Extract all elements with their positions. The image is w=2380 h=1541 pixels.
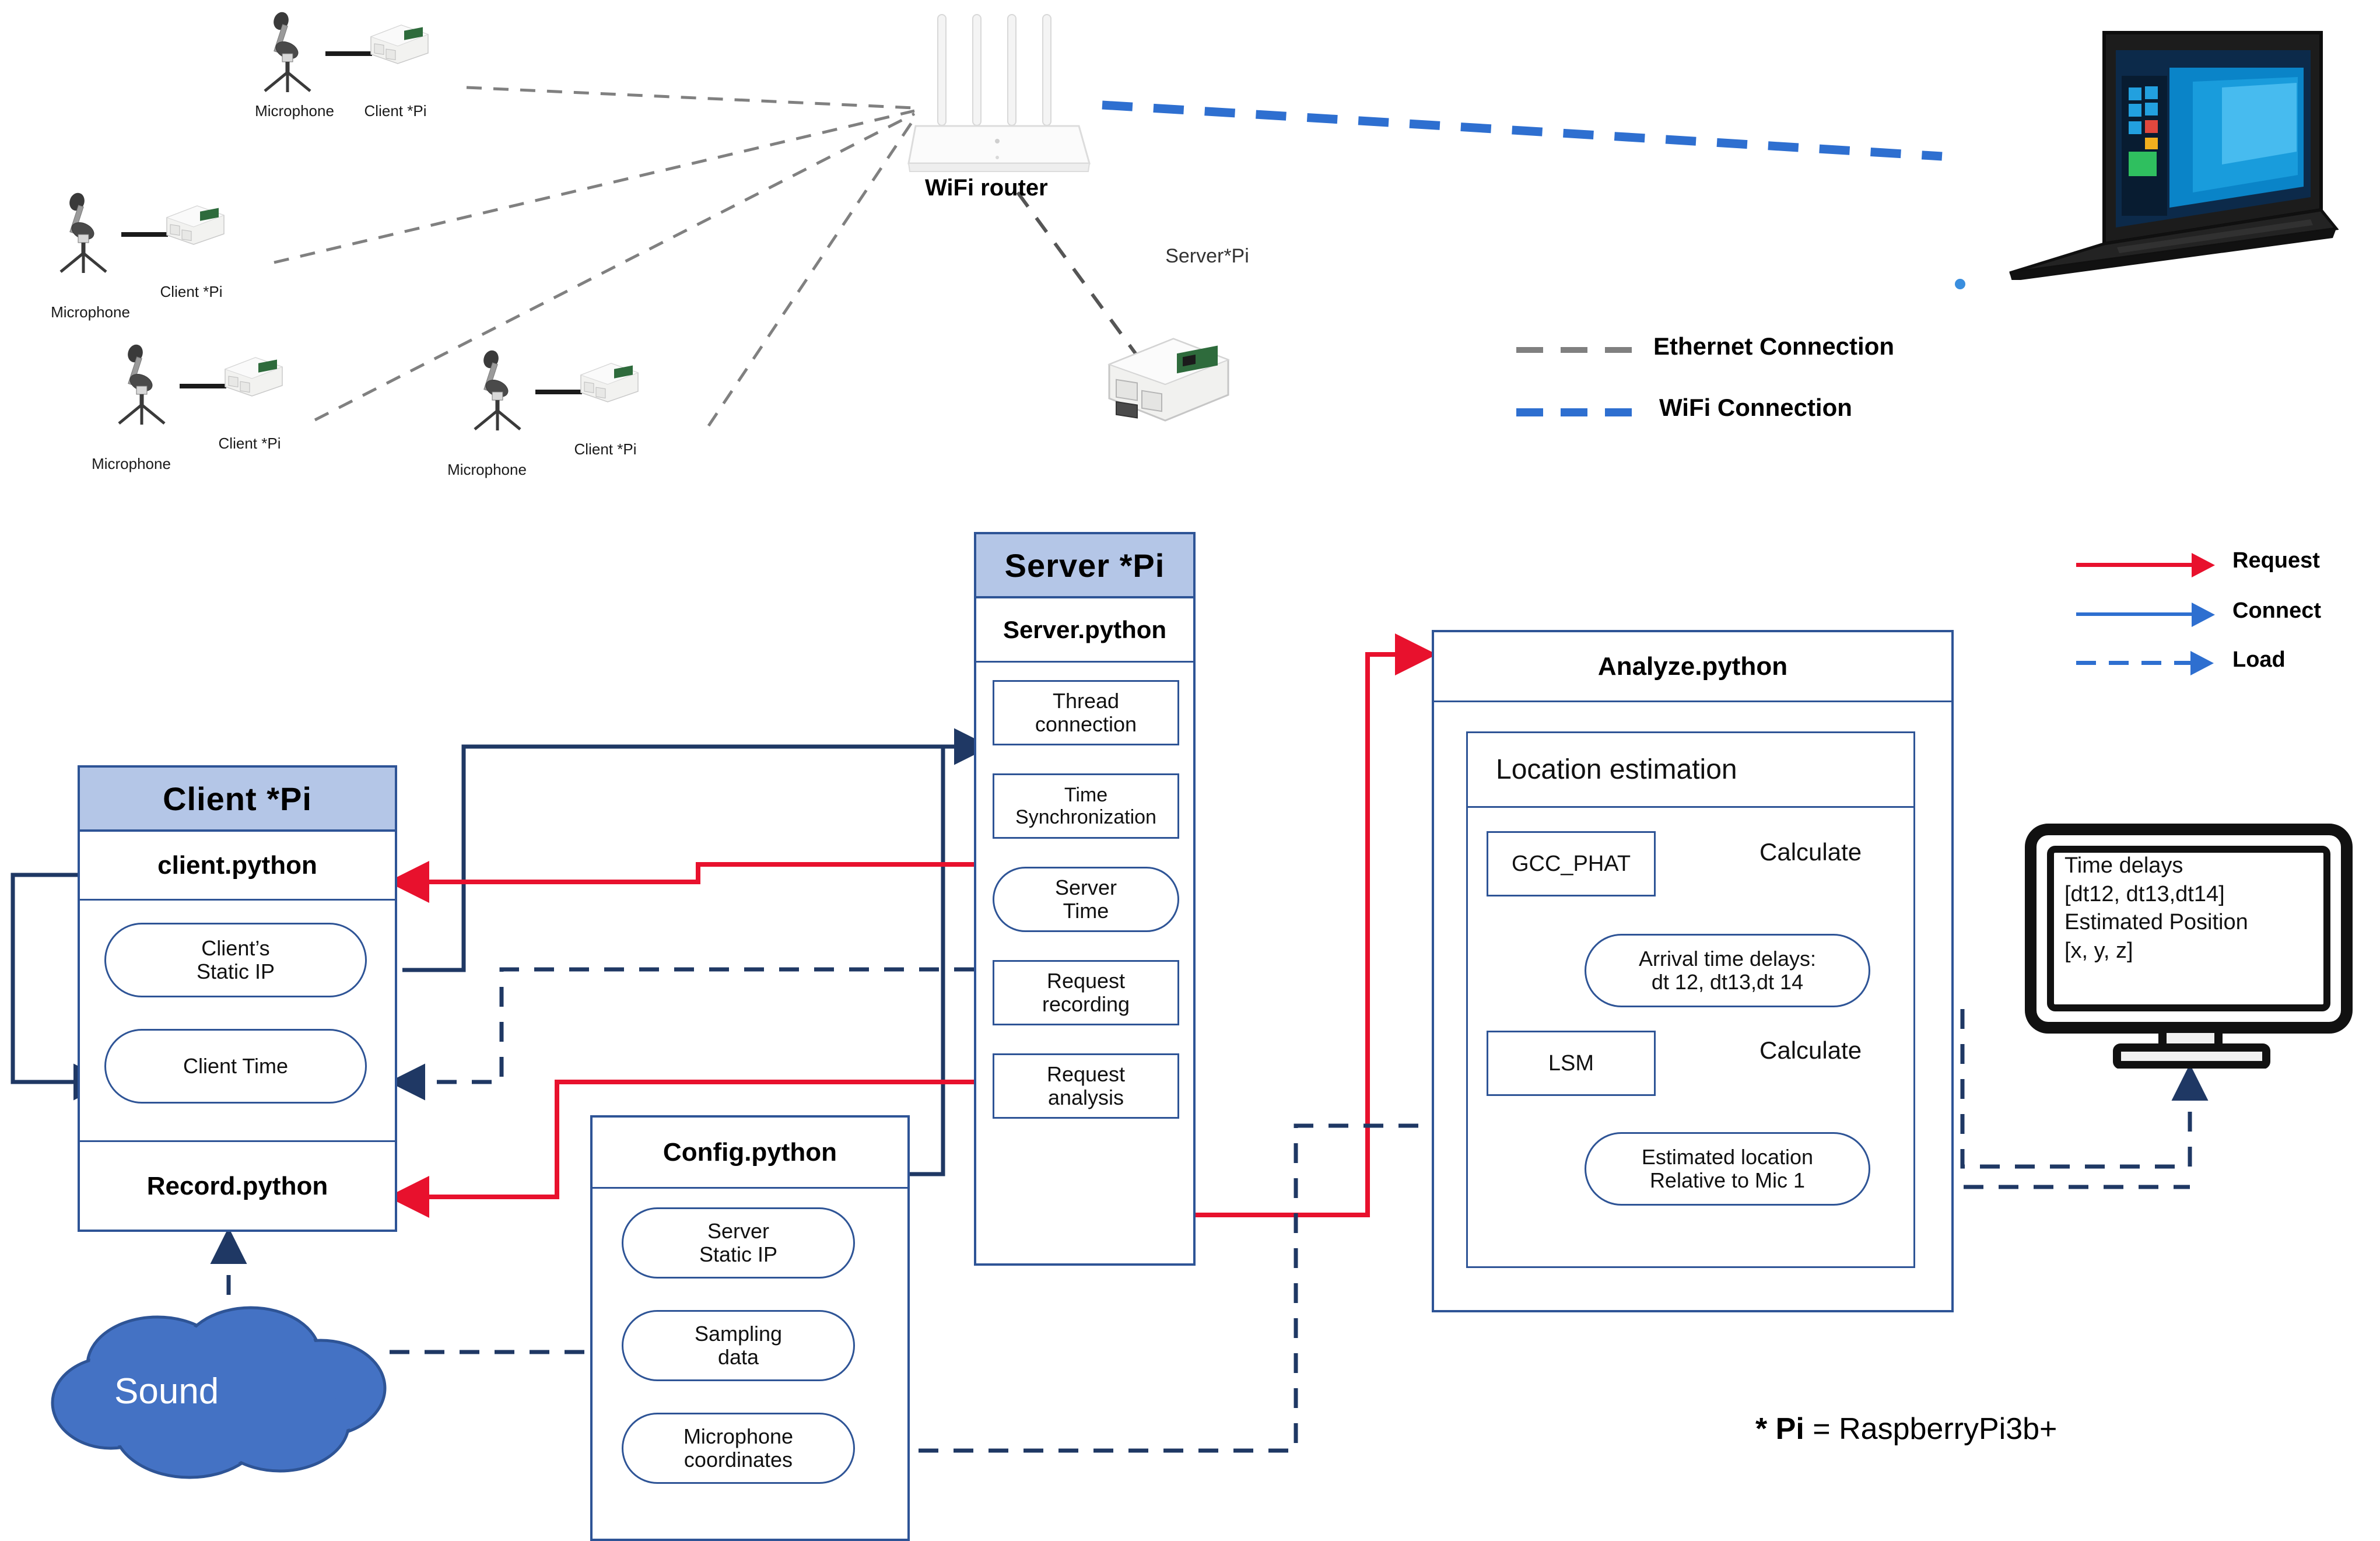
microphone-label-1: Microphone	[255, 102, 334, 120]
server-pi-label-top: Server*Pi	[1165, 245, 1249, 267]
microphone-coordinates-item[interactable]: Microphone coordinates	[622, 1413, 855, 1484]
connect-legend-line	[2076, 612, 2193, 616]
client-time-item[interactable]: Client Time	[104, 1029, 367, 1104]
analyze-python-title: Analyze.python	[1434, 632, 1951, 702]
record-python-label: Record.python	[146, 1172, 328, 1200]
client-static-ip-label: Client’s Static IP	[196, 936, 275, 983]
client-pi-title: Client *Pi	[80, 768, 395, 832]
microphone-coordinates-label: Microphone coordinates	[683, 1424, 794, 1472]
sound-cloud-label: Sound	[114, 1371, 219, 1412]
client-pi-label-4: Client *Pi	[574, 440, 637, 458]
config-python-title: Config.python	[593, 1118, 907, 1189]
thread-connection-item[interactable]: Thread connection	[993, 680, 1179, 745]
location-estimation-items: GCC_PHAT Calculate Arrival time delays: …	[1468, 808, 1913, 1266]
footnote-value: RaspberryPi3b+	[1839, 1412, 2057, 1446]
client-pi-block[interactable]: Client *Pi client.python Client’s Static…	[78, 765, 397, 1232]
config-python-items: Server Static IP Sampling data Microphon…	[593, 1189, 907, 1539]
time-synchronization-item[interactable]: Time Synchronization	[993, 773, 1179, 839]
wifi-legend-line	[1516, 408, 1633, 416]
server-time-item[interactable]: Server Time	[993, 867, 1179, 932]
microphone-icon	[461, 350, 537, 432]
request-recording-item[interactable]: Request recording	[993, 960, 1179, 1025]
estimated-location-item[interactable]: Estimated location Relative to Mic 1	[1585, 1132, 1870, 1206]
client-pi-items: Client’s Static IP Client Time	[80, 901, 395, 1142]
estimated-location-label: Estimated location Relative to Mic 1	[1641, 1144, 1814, 1192]
request-legend-label: Request	[2232, 548, 2320, 573]
mic-to-pi-cable	[121, 232, 168, 237]
monitor-icon	[2024, 824, 2362, 1071]
load-legend-arrowhead	[2190, 651, 2214, 675]
footnote-star: * Pi	[1755, 1412, 1804, 1446]
raspberry-pi-icon	[163, 201, 227, 248]
mic-to-pi-cable	[325, 51, 372, 56]
server-time-label: Server Time	[1054, 875, 1117, 923]
client-static-ip-item[interactable]: Client’s Static IP	[104, 923, 367, 997]
server-static-ip-item[interactable]: Server Static IP	[622, 1207, 855, 1279]
location-estimation-title: Location estimation	[1468, 733, 1913, 808]
connect-legend-label: Connect	[2232, 598, 2321, 623]
microphone-label-4: Microphone	[447, 461, 527, 478]
ethernet-legend-label: Ethernet Connection	[1653, 332, 1895, 360]
connect-legend-arrowhead	[2192, 603, 2215, 627]
sound-cloud-shape	[41, 1301, 408, 1490]
microphone-label-3: Microphone	[92, 455, 171, 472]
wifi-router-icon	[904, 12, 1137, 190]
microphone-icon	[105, 344, 181, 426]
top-scene-connections	[274, 86, 1943, 427]
analyze-python-block[interactable]: Analyze.python Location estimation GCC_P…	[1432, 630, 1954, 1312]
server-python-label: Server.python	[976, 598, 1193, 663]
sampling-data-label: Sampling data	[694, 1321, 783, 1369]
config-python-block[interactable]: Config.python Server Static IP Sampling …	[590, 1115, 910, 1541]
client-pi-label-2: Client *Pi	[160, 283, 223, 300]
request-recording-label: Request recording	[1042, 968, 1130, 1016]
client-python-label: client.python	[80, 832, 395, 901]
server-pi-items: Thread connection Time Synchronization S…	[976, 663, 1193, 1263]
lsm-label: LSM	[1548, 1050, 1594, 1076]
client-pi-label-1: Client *Pi	[364, 102, 427, 120]
microphone-icon	[47, 192, 122, 274]
request-analysis-item[interactable]: Request analysis	[993, 1053, 1179, 1119]
mic-to-pi-cable	[180, 384, 226, 388]
arrival-time-delays-item[interactable]: Arrival time delays: dt 12, dt13,dt 14	[1585, 934, 1870, 1007]
gcc-phat-label: GCC_PHAT	[1511, 851, 1631, 876]
wifi-router-label: WiFi router	[925, 175, 1048, 201]
request-analysis-label: Request analysis	[1046, 1062, 1126, 1109]
arrival-time-delays-label: Arrival time delays: dt 12, dt13,dt 14	[1638, 946, 1817, 994]
server-pi-block[interactable]: Server *Pi Server.python Thread connecti…	[974, 532, 1196, 1266]
laptop-glow-dot	[1955, 279, 1965, 289]
ethernet-legend-line	[1516, 347, 1633, 353]
calculate-label-1: Calculate	[1759, 838, 1862, 866]
analyze-python-body: Location estimation GCC_PHAT Calculate A…	[1434, 702, 1951, 1309]
mic-to-pi-cable	[535, 390, 582, 394]
server-pi-title: Server *Pi	[976, 534, 1193, 598]
laptop-icon	[1919, 12, 2339, 283]
server-raspberry-pi-icon	[1102, 330, 1236, 432]
footnote: * Pi = RaspberryPi3b+	[1755, 1412, 2057, 1447]
raspberry-pi-icon	[222, 353, 286, 400]
load-legend-label: Load	[2232, 647, 2286, 672]
client-pi-label-3: Client *Pi	[218, 435, 281, 452]
sampling-data-item[interactable]: Sampling data	[622, 1310, 855, 1381]
time-synchronization-label: Time Synchronization	[1015, 783, 1156, 828]
raspberry-pi-icon	[367, 20, 432, 67]
microphone-icon	[251, 12, 327, 93]
lsm-item[interactable]: LSM	[1487, 1031, 1656, 1096]
location-estimation-box: Location estimation GCC_PHAT Calculate A…	[1466, 731, 1915, 1268]
footnote-equals: =	[1813, 1412, 1831, 1446]
microphone-label-2: Microphone	[51, 303, 130, 321]
request-legend-arrowhead	[2192, 553, 2215, 577]
load-legend-line	[2076, 661, 2190, 665]
server-static-ip-label: Server Static IP	[699, 1218, 778, 1266]
monitor-output-text: Time delays [dt12, dt13,dt14] Estimated …	[2064, 853, 2248, 963]
raspberry-pi-icon	[577, 359, 642, 405]
calculate-label-2: Calculate	[1759, 1036, 1862, 1064]
thread-connection-label: Thread connection	[1035, 688, 1137, 736]
wifi-legend-label: WiFi Connection	[1659, 394, 1852, 421]
gcc-phat-item[interactable]: GCC_PHAT	[1487, 831, 1656, 896]
client-time-label: Client Time	[183, 1053, 289, 1078]
request-legend-line	[2076, 563, 2193, 567]
